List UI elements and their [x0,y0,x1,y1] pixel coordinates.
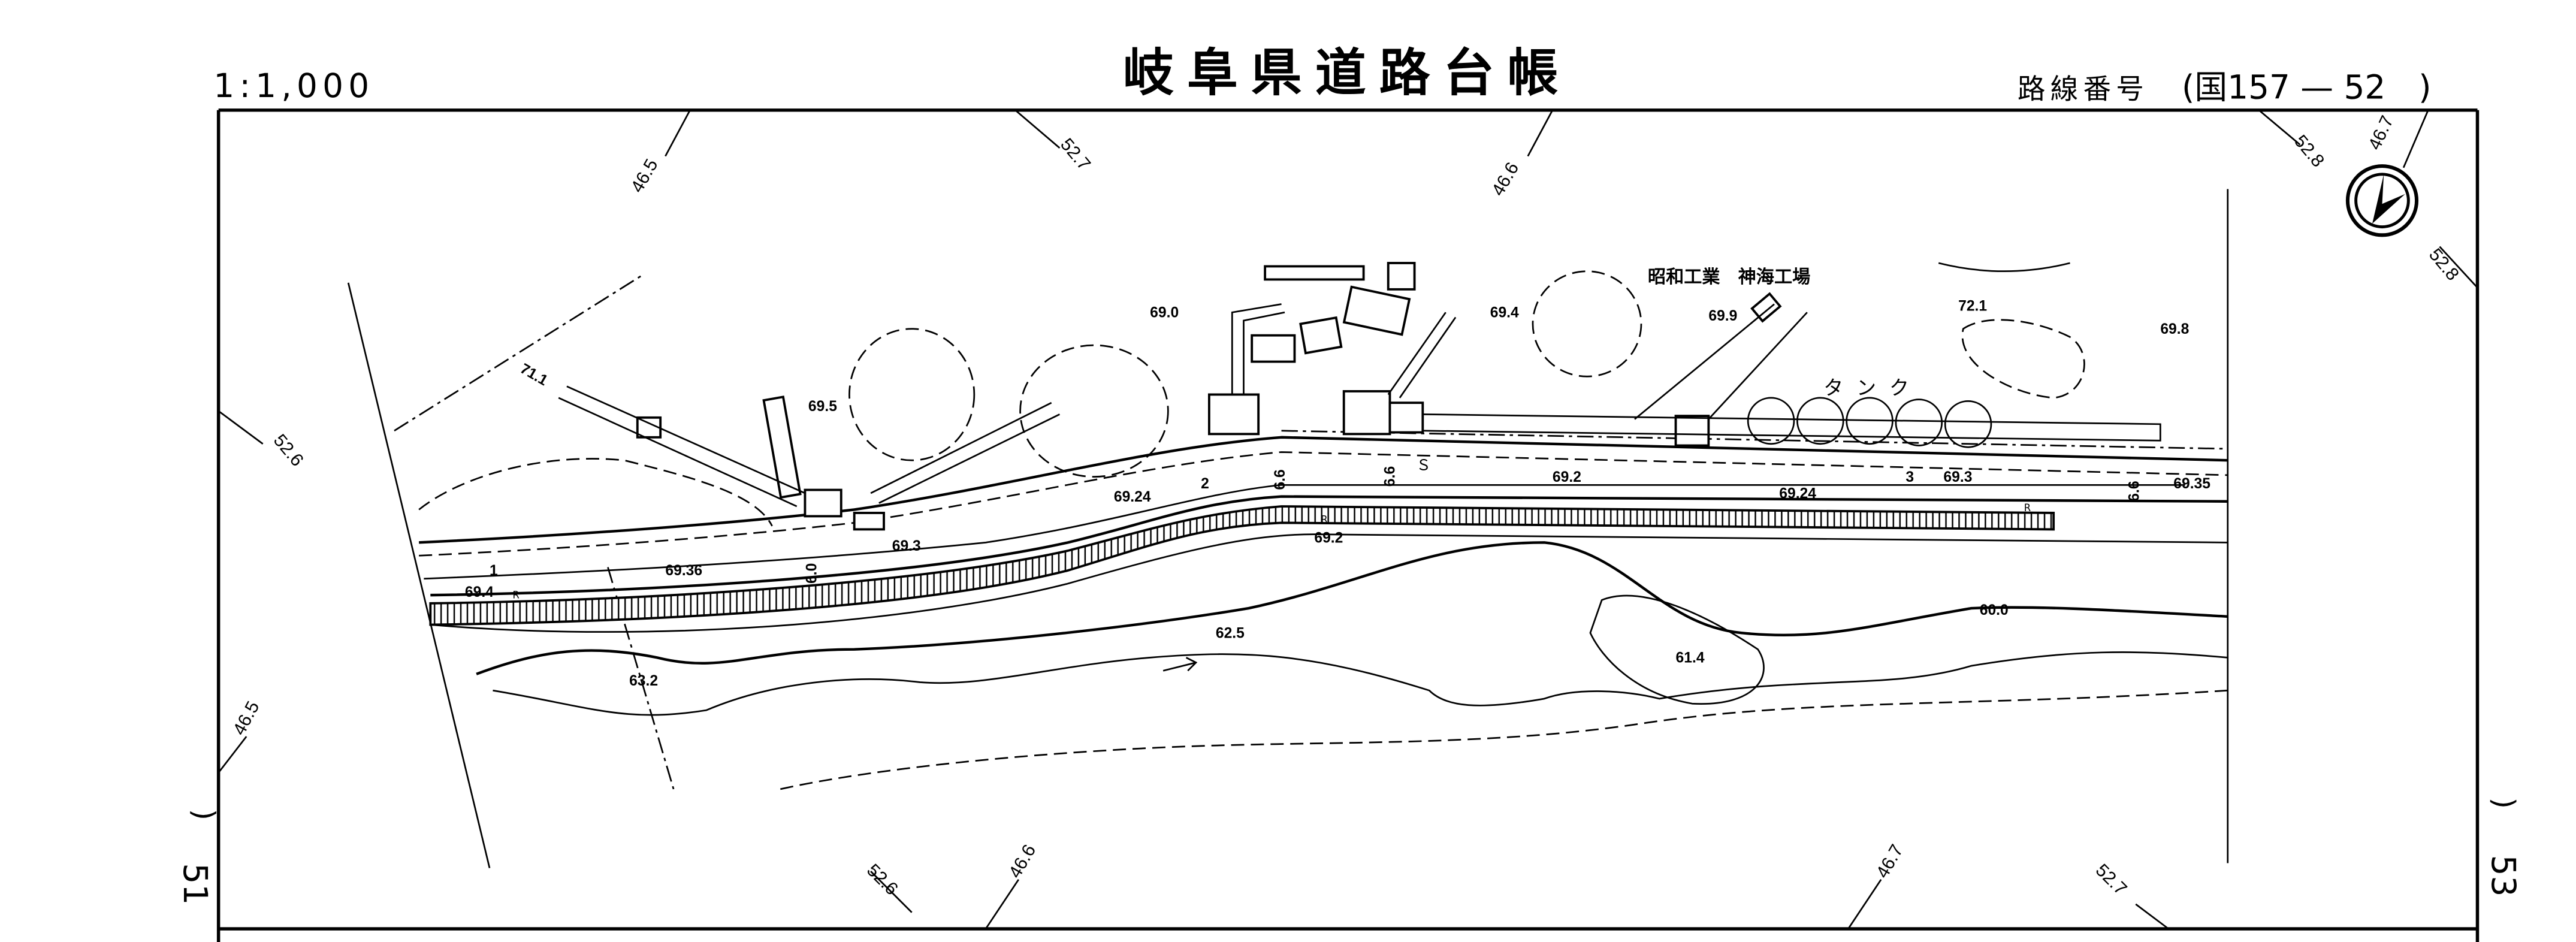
grid-label: 52.6 [270,431,307,470]
spot-elevation: 69.4 [465,584,494,600]
flow-arrow [1162,657,1198,672]
spot-elevation: 69.8 [2160,321,2189,337]
signal-label: Ｓ [1416,457,1431,474]
spot-elevation: 69.3 [892,538,921,554]
river-sandbar [780,689,2228,790]
sheet-right-paren: ) [2487,798,2521,809]
sheet-number-left: 51 [176,863,215,905]
road-width: 6.6 [1382,466,1399,487]
curve-mark: R [2024,502,2031,514]
road-width: 6.6 [1272,469,1288,490]
spot-elevation: 69.4 [1490,304,1519,321]
sheet-left-paren: ) [187,809,222,820]
grid-label: 46.5 [229,698,264,738]
route-number: (国157 — 52 ) [2182,68,2432,107]
centerline-elevation: 69.24 [1779,485,1816,502]
spot-elevation: 62.5 [1216,625,1245,641]
spot-elevation: 69.9 [1708,308,1737,324]
road-boundary-dashdot [1281,430,2228,450]
spot-elevation: 69.2 [1314,530,1343,546]
map-scale: 1:1,000 [213,67,374,105]
grid-label: 46.5 [627,156,662,196]
boundary-line [347,282,491,868]
spot-elevation: 72.1 [1958,298,1987,315]
grid-label: 52.7 [2092,861,2131,899]
road-north-edge [419,436,2228,544]
buildings [558,262,2161,531]
grid-label: 52.8 [2425,245,2463,285]
river-bank [476,541,2228,675]
spot-elevation: 69.0 [1150,304,1179,321]
tree-clusters [418,262,2085,527]
spot-elevation: 63.2 [629,673,658,689]
tank-label: タンク [1823,376,1922,399]
sheet-number-right: 53 [2484,855,2523,897]
centerline-elevation: 69.24 [1114,489,1151,505]
centerline-elevation: 69.2 [1553,469,1581,485]
river-island [1589,594,1765,705]
route-label: 路線番号 [2018,73,2149,105]
grid-label: 46.6 [1005,841,1040,881]
station-number: 2 [1201,476,1209,492]
map-title: 岐阜県道路台帳 [1123,44,1571,103]
embankment-slope [430,533,2228,633]
centerline-elevation: 69.3 [1943,469,1972,485]
grid-lines [218,109,2478,930]
grid-label: 52.8 [2290,131,2328,171]
spot-elevation: 69.5 [808,398,837,415]
map-frame [216,108,2480,942]
centerline-elevation: 69.35 [2173,476,2210,492]
grid-label: 52.6 [863,861,902,899]
spot-elevation: 71.1 [517,361,550,390]
road-south-edge [430,495,2228,597]
north-arrow-icon [2345,164,2419,237]
road-width: 6.6 [2127,481,2143,501]
spot-elevation: 60.0 [1980,602,2009,618]
embankment-revetment [429,505,2055,626]
grid-label: 46.7 [1873,841,1907,881]
tanks [1747,397,1992,448]
grid-label: 52.7 [1056,135,1094,174]
station-number: 1 [490,563,498,579]
grid-label: 46.6 [1488,159,1523,199]
road-width: 6.0 [804,563,820,584]
river-bank [493,651,2228,716]
boundary-dash-line [394,275,641,431]
centerline-elevation: 69.36 [665,563,702,579]
company-label: 昭和工業 神海工場 [1648,267,1810,288]
station-number: 3 [1905,469,1914,485]
curve-mark: R [512,590,519,601]
spot-elevation: 61.4 [1676,650,1705,666]
curve-mark: R [1321,514,1327,525]
road-centerline [424,484,2185,580]
grid-label: 46.7 [2364,113,2397,153]
